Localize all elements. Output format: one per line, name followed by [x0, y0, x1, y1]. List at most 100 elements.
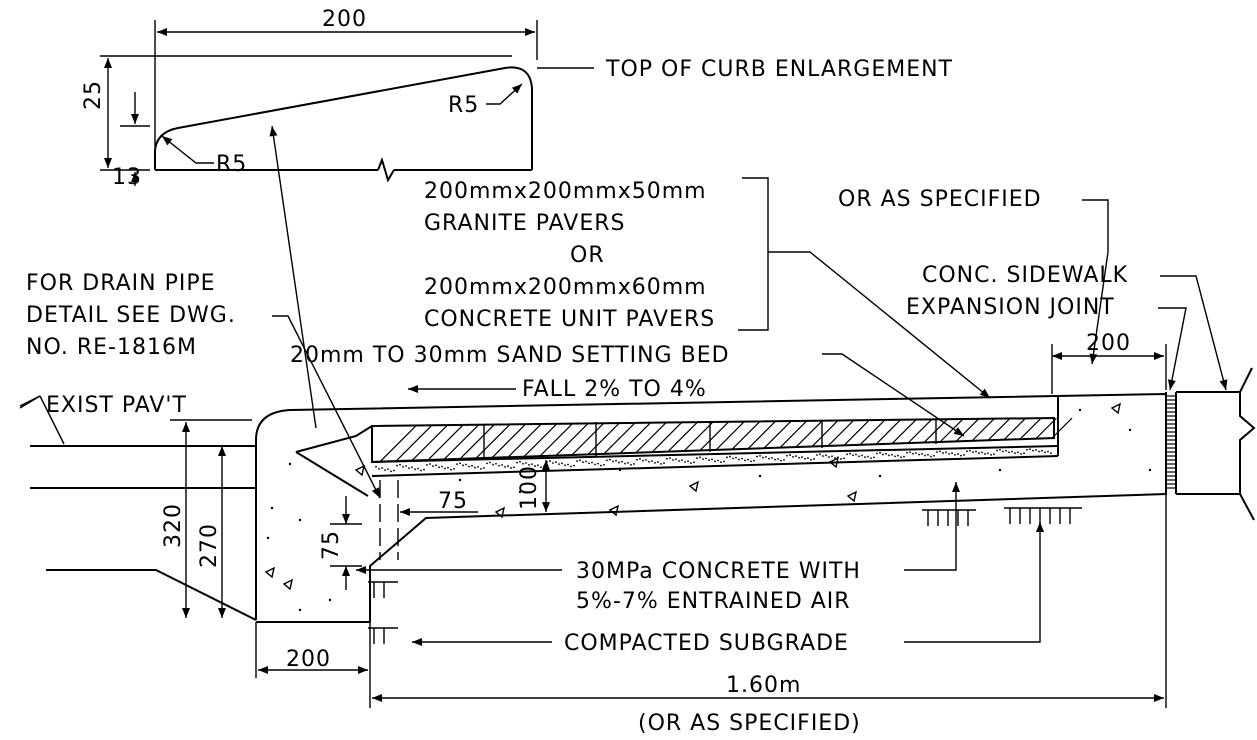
- hatch-line: [907, 419, 932, 444]
- hatch-line: [1003, 418, 1026, 441]
- sand-dot: [522, 462, 524, 465]
- sand-dot: [513, 466, 515, 469]
- sand-bed-dots: [375, 448, 1052, 473]
- aggregate-dot: [458, 478, 462, 482]
- enlargement-width-dim: 200: [322, 7, 367, 32]
- sand-dot: [816, 454, 818, 456]
- step-width-dim: 75: [438, 489, 468, 514]
- sand-dot: [1035, 449, 1037, 451]
- sand-dot: [615, 459, 617, 462]
- hatch-line: [827, 420, 854, 447]
- aggregate-dot: [618, 468, 622, 472]
- sand-dot: [453, 467, 455, 470]
- joint-offset-dim: 200: [1086, 331, 1131, 356]
- sand-dot: [726, 456, 728, 459]
- sand-dot: [915, 452, 917, 454]
- drain-line-1: FOR DRAIN PIPE: [26, 271, 216, 296]
- sand-dot: [918, 453, 920, 456]
- sand-dot: [471, 464, 473, 467]
- sand-dot: [711, 458, 713, 461]
- sand-dot: [975, 450, 977, 453]
- sand-dot: [687, 460, 689, 463]
- drain-note: FOR DRAIN PIPE DETAIL SEE DWG. NO. RE-18…: [26, 271, 381, 499]
- sand-dot: [783, 458, 785, 461]
- hatch-line: [939, 418, 964, 443]
- sand-dot: [882, 453, 884, 456]
- sand-dot: [381, 467, 383, 469]
- sand-dot: [939, 450, 941, 453]
- hatch-line: [667, 422, 698, 453]
- curb-width-dim: 200: [286, 647, 331, 672]
- sand-dot: [1029, 448, 1031, 450]
- sand-dot: [690, 462, 692, 464]
- hatch-line: [747, 421, 776, 450]
- hatch-line: [1035, 417, 1057, 440]
- sand-dot: [657, 461, 659, 463]
- sand-dot: [927, 453, 929, 456]
- sand-dot: [411, 466, 413, 469]
- pavers-line-4: 200mmx200mmx60mm: [424, 275, 707, 300]
- curb-enlargement-detail: 200 25 13 R5 R5 TOP OF CURB ENLARGEMENT: [81, 7, 952, 190]
- sand-dot: [831, 455, 833, 458]
- sand-dot: [987, 452, 989, 455]
- aggregate-dot: [288, 462, 292, 466]
- sand-dot: [870, 457, 872, 460]
- sand-dot: [804, 457, 806, 460]
- sand-dot: [423, 468, 425, 471]
- sand-bed-leader: [822, 353, 965, 437]
- sand-dot: [942, 452, 944, 454]
- sand-dot: [549, 460, 551, 462]
- sand-dot: [966, 450, 968, 453]
- sand-dot: [843, 457, 845, 460]
- sand-dot: [945, 451, 947, 454]
- sand-dot: [780, 459, 782, 462]
- sand-dot: [879, 451, 881, 454]
- sand-dot: [834, 457, 836, 459]
- curb-inner-height-dim: 270: [197, 523, 222, 568]
- hatch-line: [555, 423, 589, 456]
- hatch-line: [507, 423, 542, 458]
- sand-dot: [705, 457, 707, 460]
- sand-dot: [378, 467, 380, 470]
- sand-dot: [660, 463, 662, 465]
- sand-dot: [753, 459, 755, 462]
- sand-dot: [564, 464, 566, 467]
- hatch-line: [731, 421, 760, 450]
- hatch-line: [875, 419, 901, 445]
- hatch-line: [859, 419, 885, 446]
- sand-dot: [606, 459, 608, 462]
- sand-dot: [552, 462, 554, 464]
- sand-dot: [531, 463, 533, 466]
- aggregate-dot: [518, 490, 522, 494]
- sand-dot: [963, 454, 965, 456]
- hatch-line: [411, 425, 448, 462]
- hatch-line: [955, 418, 979, 442]
- sand-dot: [438, 466, 440, 469]
- sand-dot: [393, 469, 395, 472]
- sand-dot: [537, 464, 539, 467]
- sand-dot: [981, 451, 983, 454]
- sand-dot: [903, 455, 905, 458]
- hatch-line: [1051, 417, 1073, 439]
- enlargement-height-dim: 25: [81, 80, 106, 110]
- pavers-note: 200mmx200mmx50mm GRANITE PAVERS OR 200mm…: [424, 177, 991, 399]
- sand-dot: [1041, 449, 1043, 452]
- aggregate-dot: [998, 468, 1002, 472]
- sand-dot: [399, 463, 401, 466]
- or-as-specified-label: OR AS SPECIFIED: [838, 187, 1042, 212]
- sand-dot: [702, 458, 704, 461]
- sand-dot: [795, 455, 797, 457]
- sand-dot: [1032, 449, 1034, 452]
- sand-dot: [414, 468, 416, 471]
- sand-dot: [555, 461, 557, 464]
- hatch-line: [683, 421, 714, 452]
- drain-line-2: DETAIL SEE DWG.: [26, 303, 236, 328]
- radius-bottom-label: R5: [216, 152, 247, 177]
- concrete-line-2: 5%-7% ENTRAINED AIR: [576, 589, 851, 614]
- sand-dot: [789, 454, 791, 456]
- aggregate-mark: [282, 578, 294, 591]
- sand-dot: [912, 452, 914, 455]
- aggregate-dot: [328, 598, 332, 602]
- sand-dot: [402, 465, 404, 468]
- sand-dot: [558, 463, 560, 466]
